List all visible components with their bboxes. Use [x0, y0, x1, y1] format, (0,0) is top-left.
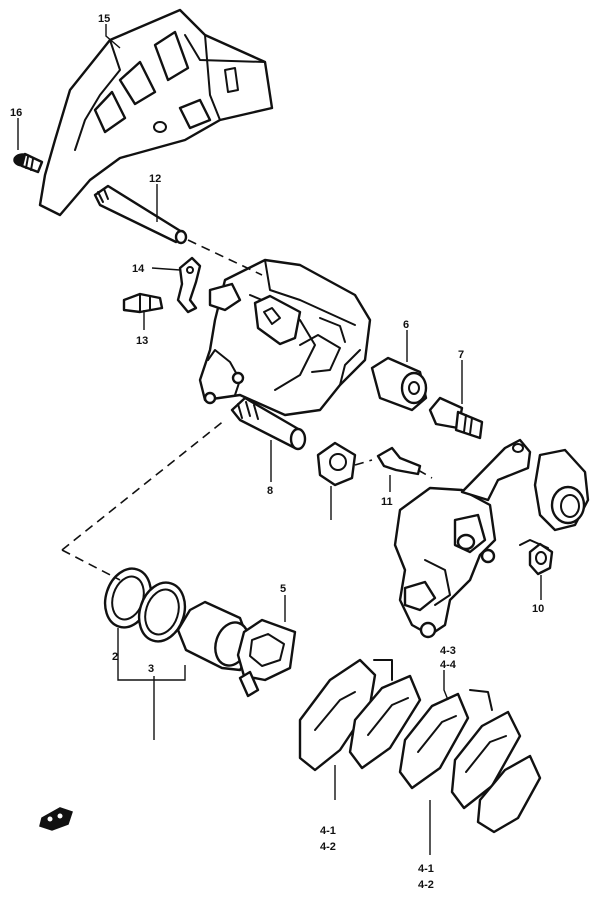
part-3-dust-ring [137, 581, 187, 643]
callout-4-2-left: 4-2 [320, 841, 336, 853]
part-7-bolt [428, 396, 484, 440]
parts-catalog-mark-icon [39, 807, 73, 831]
part-12-pin [93, 184, 188, 245]
callout-4-4: 4-4 [440, 659, 457, 671]
callout-14: 14 [132, 263, 145, 275]
callout-5: 5 [280, 583, 286, 595]
part-15-bracket [38, 8, 274, 217]
part-6-boot [370, 356, 428, 412]
part-10-sleeve [528, 542, 554, 576]
leader-lines [17, 24, 542, 855]
callout-7: 7 [458, 349, 464, 361]
part-8-slide-pin [230, 396, 307, 451]
caliper-support-bracket [393, 438, 590, 639]
callout-4-3: 4-3 [440, 645, 456, 657]
small-boot-part [316, 441, 357, 487]
part-16-bolt [13, 152, 44, 174]
brake-pad-set [298, 658, 542, 834]
callout-4-1-right: 4-1 [418, 863, 434, 875]
callout-3: 3 [148, 663, 154, 675]
caliper-body [198, 258, 372, 417]
callout-15: 15 [98, 13, 110, 25]
callout-8: 8 [267, 485, 273, 497]
part-11-spring-plate [376, 446, 422, 476]
part-13-bleeder [122, 292, 164, 314]
callout-11: 11 [381, 496, 393, 508]
part-14-clip [176, 256, 202, 314]
callout-4-2-right: 4-2 [418, 879, 434, 891]
callout-12: 12 [149, 173, 161, 185]
callout-6: 6 [403, 319, 409, 331]
callout-4-1-left: 4-1 [320, 825, 336, 837]
assembly-lines [61, 239, 433, 581]
callout-10: 10 [532, 603, 544, 615]
callout-2: 2 [112, 651, 118, 663]
callout-16: 16 [10, 107, 22, 119]
callout-13: 13 [136, 335, 148, 347]
part-5-shim [236, 618, 297, 698]
callout-labels: 15 16 12 14 13 6 7 8 11 10 5 2 3 4-3 4-4… [10, 13, 544, 891]
